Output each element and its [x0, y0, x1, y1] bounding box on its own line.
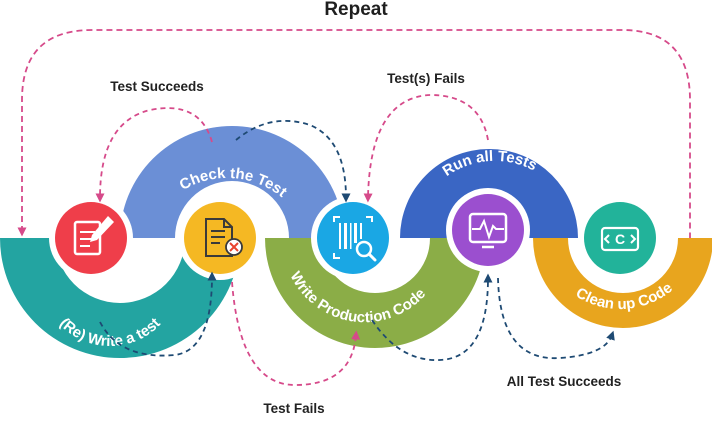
arrow-tests-fail — [363, 94, 489, 203]
arrow-all-tests-succeed — [497, 277, 615, 359]
arrow-write-to-check — [99, 271, 217, 357]
code-brackets-icon: C — [578, 196, 662, 280]
band-clean-up-code — [533, 238, 712, 328]
label-test-succeeds: Test Succeeds — [110, 79, 204, 94]
heartbeat-monitor-icon — [446, 188, 530, 272]
arrow-production-to-run — [371, 273, 493, 361]
diagram-title: Repeat — [324, 0, 388, 20]
repeat-loop-arrow — [17, 29, 691, 238]
svg-text:C: C — [615, 231, 625, 247]
arrow-test-fails — [231, 281, 361, 386]
label-tests-fails: Test(s) Fails — [387, 71, 465, 86]
barcode-search-icon — [311, 196, 395, 280]
edit-document-icon — [49, 196, 133, 280]
label-test-fails: Test Fails — [263, 401, 324, 416]
band-check-test — [120, 126, 344, 238]
document-x-icon — [178, 196, 262, 280]
label-all-test-succeeds: All Test Succeeds — [507, 374, 622, 389]
band-write-test — [0, 238, 240, 358]
band-write-production-code — [265, 238, 485, 348]
